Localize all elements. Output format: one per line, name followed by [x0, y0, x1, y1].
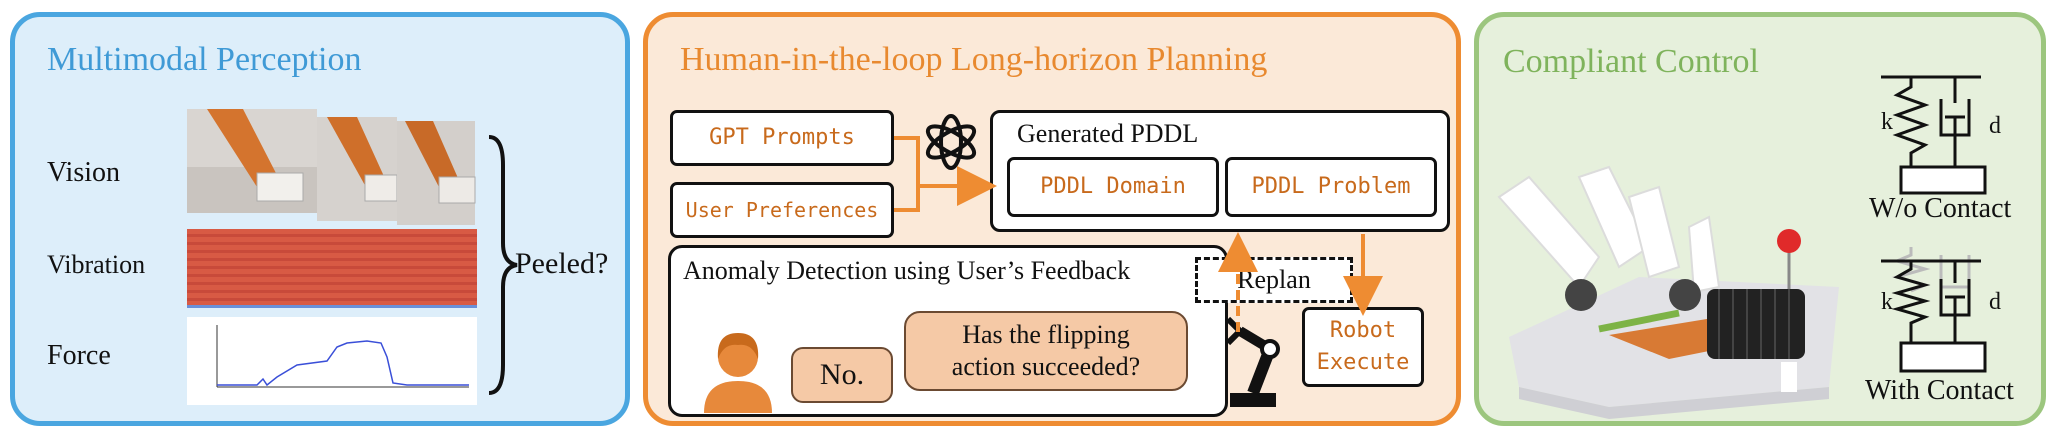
brace-icon [488, 135, 518, 395]
openai-logo-icon [925, 114, 977, 170]
vision-frames [187, 109, 476, 225]
control-panel: Compliant Control k d [1474, 12, 2046, 426]
gpt-prompts-box: GPT Prompts [670, 110, 894, 166]
pddl-domain-box: PDDL Domain [1007, 157, 1219, 217]
force-label: Force [47, 340, 111, 371]
force-plot [187, 317, 477, 405]
spring-damper-with-contact-icon [1881, 247, 1987, 373]
perception-title: Multimodal Perception [47, 41, 362, 78]
perception-panel: Multimodal Perception Vision Vibration F… [10, 12, 630, 426]
vision-image-stack [187, 109, 497, 225]
vibration-label: Vibration [47, 250, 146, 279]
generated-pddl-box: Generated PDDL PDDL Domain PDDL Problem [990, 110, 1450, 232]
d-label-top: d [1989, 113, 2001, 139]
answer-bubble: No. [791, 347, 893, 403]
spring-damper-no-contact-icon [1881, 75, 1987, 195]
vision-label: Vision [47, 157, 120, 188]
robot-scene [1497, 165, 1839, 419]
k-label-bottom: k [1881, 289, 1893, 315]
user-preferences-box: User Preferences [670, 182, 894, 238]
robot-execute-line-2: Execute [1316, 350, 1410, 375]
planning-panel: Human-in-the-loop Long-horizon Planning … [643, 12, 1461, 426]
question-bubble: Has the flipping action succeeded? [904, 311, 1188, 391]
generated-pddl-title: Generated PDDL [1017, 119, 1199, 148]
robot-execute-box: Robot Execute [1302, 307, 1424, 387]
question-line-2: action succeeded? [951, 352, 1141, 381]
planning-arrows [894, 136, 1383, 332]
person-icon [704, 333, 772, 413]
with-contact-label: With Contact [1865, 375, 2014, 406]
force-curve [216, 325, 469, 388]
robot-arm-icon [1225, 316, 1280, 407]
vision-frame-3 [397, 121, 476, 225]
without-contact-label: W/o Contact [1869, 193, 2012, 224]
peeled-question: Peeled? [515, 247, 609, 280]
vision-frame-2 [317, 117, 398, 221]
pddl-problem-box: PDDL Problem [1225, 157, 1437, 217]
question-line-1: Has the flipping [962, 320, 1130, 349]
d-label-bottom: d [1989, 289, 2001, 315]
vibration-spectrogram [187, 229, 477, 308]
vision-frame-1 [187, 109, 317, 213]
k-label-top: k [1881, 109, 1893, 135]
robot-execute-line-1: Robot [1329, 318, 1397, 343]
planning-title: Human-in-the-loop Long-horizon Planning [680, 41, 1268, 78]
control-title: Compliant Control [1503, 43, 1759, 80]
anomaly-detection-title: Anomaly Detection using User’s Feedback [683, 256, 1131, 285]
